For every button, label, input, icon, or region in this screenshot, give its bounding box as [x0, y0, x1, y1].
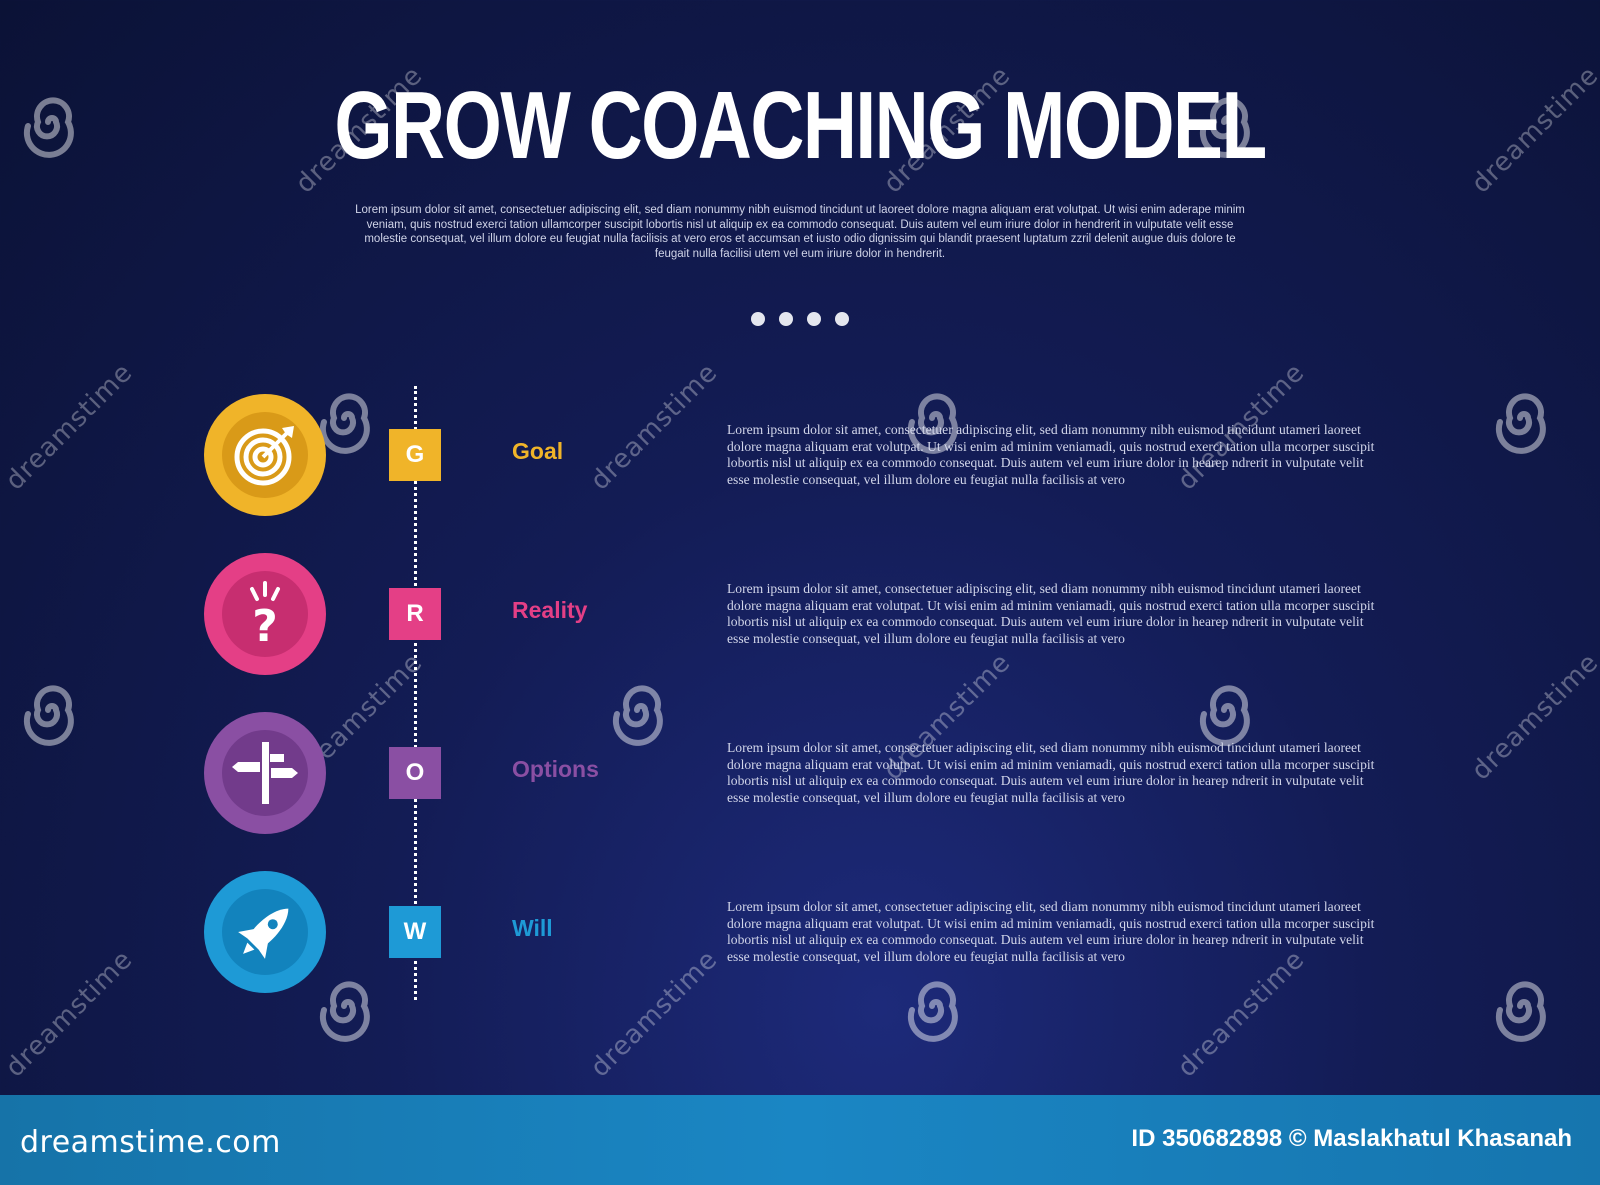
rocket-icon	[222, 889, 308, 975]
divider-dot	[751, 312, 765, 326]
dot-divider	[751, 312, 849, 326]
page-title: GROW COACHING MODEL	[334, 72, 1267, 179]
options-icon-circle	[204, 712, 326, 834]
watermark-spiral-icon	[1486, 380, 1562, 456]
watermark-spiral-icon	[898, 968, 974, 1044]
letter-badge-g: G	[389, 429, 441, 481]
divider-dot	[779, 312, 793, 326]
step-description-goal: Lorem ipsum dolor sit amet, consectetuer…	[727, 422, 1375, 487]
intro-paragraph: Lorem ipsum dolor sit amet, consectetuer…	[355, 204, 1245, 260]
letter-badge-w: W	[389, 906, 441, 958]
watermark-spiral-icon	[898, 380, 974, 456]
watermark-spiral-icon	[310, 968, 386, 1044]
letter-badge-o: O	[389, 747, 441, 799]
step-label-options: Options	[512, 756, 599, 782]
divider-dot	[835, 312, 849, 326]
will-icon-circle	[204, 871, 326, 993]
reality-icon-circle: ?	[204, 553, 326, 675]
signpost-icon	[222, 730, 308, 816]
watermark-spiral-icon	[1486, 968, 1562, 1044]
watermark-text: dreamstime	[1466, 60, 1600, 200]
step-label-goal: Goal	[512, 438, 564, 464]
step-label-will: Will	[512, 915, 553, 941]
footer-credit-text: ID 350682898 © Maslakhatul Khasanah	[1131, 1125, 1572, 1152]
svg-text:?: ?	[252, 601, 278, 649]
step-description-options: Lorem ipsum dolor sit amet, consectetuer…	[727, 740, 1375, 805]
watermark-spiral-icon	[1190, 84, 1266, 160]
letter-badge-r: R	[389, 588, 441, 640]
watermark-footer-bar: dreamstime.com ID 350682898 © Maslakhatu…	[0, 1095, 1600, 1185]
step-label-reality: Reality	[512, 597, 588, 623]
goal-icon-circle	[204, 394, 326, 516]
watermark-spiral-icon	[1190, 672, 1266, 748]
step-description-reality: Lorem ipsum dolor sit amet, consectetuer…	[727, 581, 1375, 646]
step-options: O Options Lorem ipsum dolor sit amet, co…	[0, 712, 1600, 842]
watermark-spiral-icon	[14, 84, 90, 160]
step-description-will: Lorem ipsum dolor sit amet, consectetuer…	[727, 899, 1375, 964]
target-icon	[222, 412, 308, 498]
question-mark-icon: ?	[222, 571, 308, 657]
watermark-spiral-icon	[14, 672, 90, 748]
watermark-spiral-icon	[310, 380, 386, 456]
footer-brand-text: dreamstime.com	[20, 1125, 281, 1160]
divider-dot	[807, 312, 821, 326]
timeline-dotted-line	[414, 386, 417, 1000]
step-reality: ? R Reality Lorem ipsum dolor sit amet, …	[0, 553, 1600, 683]
watermark-spiral-icon	[603, 672, 679, 748]
step-will: W Will Lorem ipsum dolor sit amet, conse…	[0, 871, 1600, 1001]
step-goal: G Goal Lorem ipsum dolor sit amet, conse…	[0, 394, 1600, 524]
